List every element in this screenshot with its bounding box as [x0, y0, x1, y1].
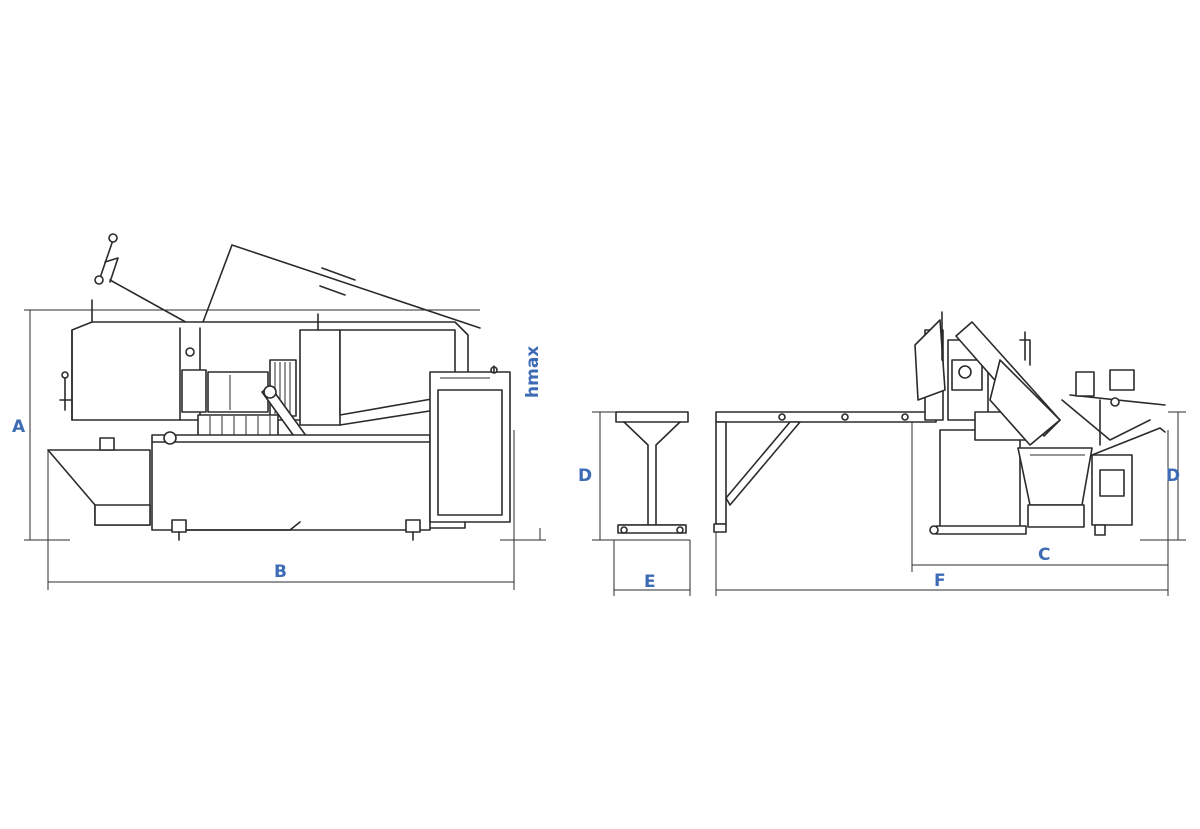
label-b: B: [274, 562, 287, 582]
label-hmax: hmax: [523, 346, 543, 398]
base-cabinet: [151, 431, 431, 531]
roller-table: [713, 411, 937, 533]
label-f: F: [934, 571, 946, 591]
front-view-saw: [24, 233, 546, 590]
label-d-right: D: [1166, 466, 1180, 486]
machine-feet: [171, 519, 421, 541]
label-c: C: [1038, 545, 1050, 565]
dimension-b: [47, 430, 515, 590]
label-a: A: [12, 417, 26, 437]
chip-hopper: [1017, 447, 1093, 528]
dimension-a: [24, 309, 480, 541]
saw-head: [59, 299, 469, 426]
side-view-saw: [713, 311, 1186, 596]
label-d-left: D: [578, 466, 592, 486]
chip-tray: [47, 437, 151, 526]
control-cabinet: [429, 365, 511, 529]
lever-handle: [94, 233, 119, 285]
control-column: [1061, 369, 1166, 536]
label-e: E: [644, 572, 656, 592]
tilted-bow: [955, 321, 1061, 446]
stand-side-view: [592, 411, 691, 596]
